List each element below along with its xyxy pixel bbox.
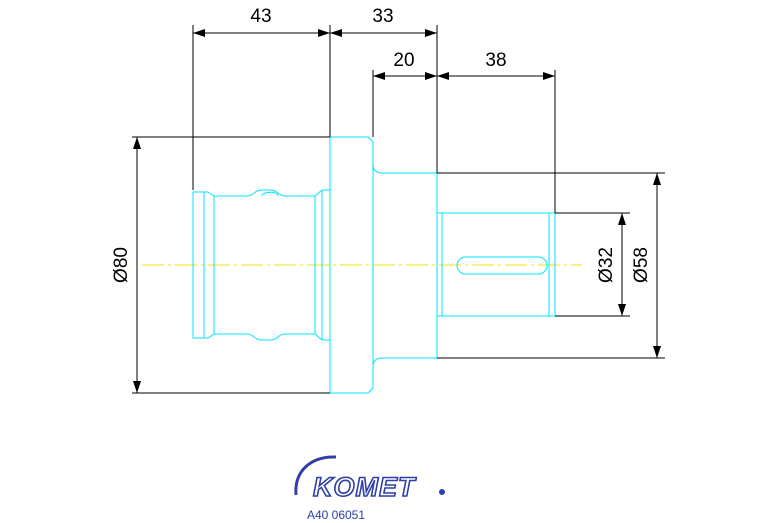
part-code: A40 06051: [307, 508, 365, 522]
dim-label-dia-80: Ø80: [111, 247, 132, 283]
dim-label-38: 38: [485, 50, 506, 71]
logo-swoosh: [294, 455, 337, 496]
dim-label-33: 33: [372, 6, 393, 27]
registered-mark: [439, 489, 445, 495]
socket-body: [192, 189, 330, 341]
dim-label-dia-58: Ø58: [631, 247, 652, 283]
komet-logo: KOMET: [294, 455, 445, 503]
key-slot: [456, 256, 548, 275]
logo-text: KOMET: [313, 472, 417, 502]
dim-label-20: 20: [393, 50, 414, 71]
dimensions: [132, 25, 665, 394]
neck-body: [372, 150, 438, 381]
dim-label-dia-32: Ø32: [596, 247, 617, 283]
dim-label-43: 43: [250, 6, 271, 27]
shank: [437, 212, 556, 317]
part-outline: [192, 136, 556, 394]
